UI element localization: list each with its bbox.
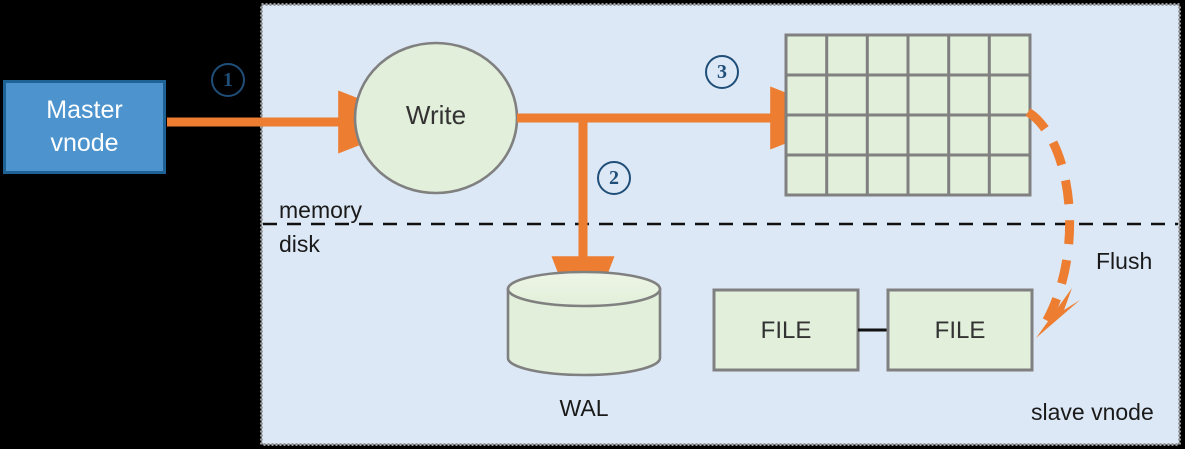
disk-region-label: disk xyxy=(279,231,320,257)
slave-vnode-label: slave vnode xyxy=(1031,399,1154,425)
file-box-right-label: FILE xyxy=(934,317,986,344)
step-badge-1: 1 xyxy=(211,63,245,97)
master-vnode-box[interactable]: Master vnode xyxy=(3,80,166,174)
master-vnode-label-line2: vnode xyxy=(50,129,119,157)
file-box-left xyxy=(712,288,860,372)
memtable-grid xyxy=(784,33,1032,197)
step-badge-3: 3 xyxy=(705,55,739,89)
wal-label: WAL xyxy=(559,395,609,421)
wal-cylinder xyxy=(506,270,662,377)
master-vnode-label-line1: Master xyxy=(46,96,123,124)
flush-edge-label: Flush xyxy=(1096,248,1153,274)
file-box-right xyxy=(886,288,1034,372)
arrow-flush-head xyxy=(1036,288,1080,338)
step-badge-2: 2 xyxy=(597,161,631,195)
file-box-left-label: FILE xyxy=(760,317,812,344)
memory-region-label: memory xyxy=(279,197,363,223)
write-node-label: Write xyxy=(405,100,467,130)
arrow-flush xyxy=(1025,108,1075,325)
